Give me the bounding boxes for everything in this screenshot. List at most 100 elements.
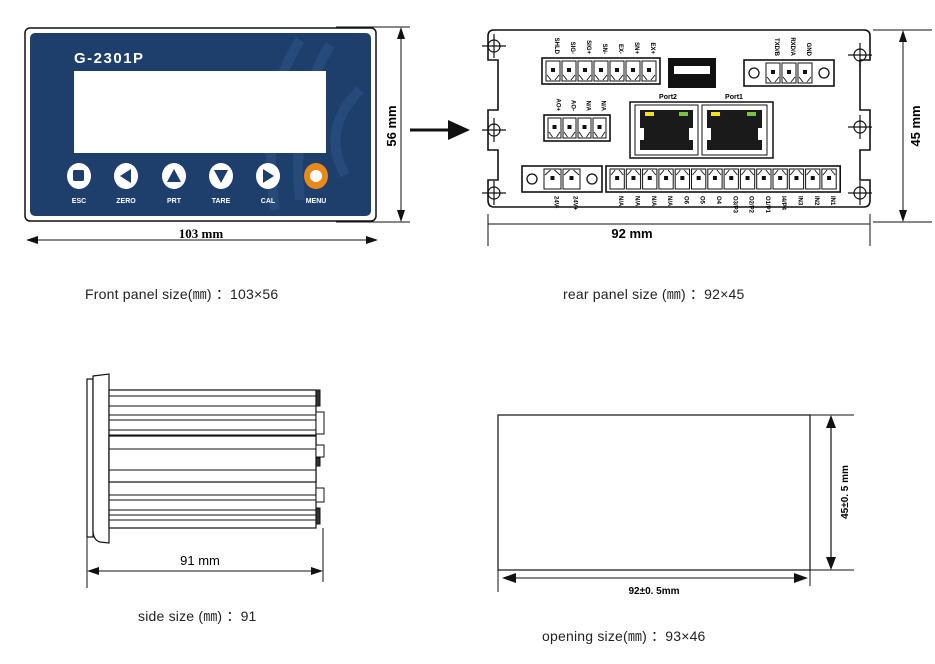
triangle-right-icon: [263, 169, 274, 183]
terminal-pin[interactable]: N/A: [592, 101, 607, 139]
terminal-label: 24V+: [572, 196, 578, 211]
terminal-pin[interactable]: O6: [674, 168, 690, 205]
power-terminal-block: 24V- 24V+: [521, 165, 603, 211]
terminal-pin[interactable]: O5: [691, 168, 707, 205]
screw-icon: [818, 67, 830, 79]
terminal-pin[interactable]: SIG+: [577, 40, 593, 82]
rear-height-label: 45 mm: [908, 105, 923, 146]
front-height-label: 56 mm: [384, 105, 399, 146]
terminal-label: O6: [682, 196, 688, 205]
terminal-pin[interactable]: TXD/B: [765, 38, 781, 84]
button-prt[interactable]: PRT: [162, 163, 186, 205]
button-menu[interactable]: MENU: [304, 163, 328, 205]
terminal-pin[interactable]: AO+: [547, 98, 562, 139]
terminal-label: IN3: [796, 196, 802, 206]
terminal-label: IN1: [829, 196, 835, 206]
ethernet-port-2[interactable]: [640, 110, 693, 150]
front-panel-caption: Front panel size(㎜) ：103×56: [85, 286, 279, 302]
terminal-label: RXD/A: [789, 37, 795, 56]
terminal-label: N/A: [650, 196, 656, 207]
analog-terminal-block: AO+AO- N/A N/A: [543, 98, 611, 142]
terminal-label: SN-: [601, 44, 607, 54]
terminal-label: I4/P4: [780, 196, 786, 211]
terminal-pin[interactable]: IN1: [821, 168, 837, 206]
terminal-pin[interactable]: I4/P4: [772, 168, 788, 211]
side-depth-label: 91 mm: [180, 553, 220, 568]
opening-drawing: 45±0. 5 mm 92±0. 5mm: [497, 414, 854, 597]
terminal-pin[interactable]: N/A: [642, 168, 658, 207]
opening-height-label: 45±0. 5 mm: [840, 465, 851, 519]
terminal-pin[interactable]: 24V+: [562, 168, 581, 211]
terminal-label: EX+: [649, 42, 655, 54]
terminal-pin[interactable]: AO-: [562, 100, 577, 139]
terminal-pin[interactable]: RXD/A: [781, 37, 797, 84]
button-tare[interactable]: TARE: [209, 163, 233, 205]
button-cal[interactable]: CAL: [256, 163, 280, 205]
terminal-label: EX-: [617, 44, 623, 54]
usb-port: [668, 58, 716, 88]
circle-icon: [310, 170, 322, 182]
side-depth-dimension: [86, 528, 324, 588]
opening-height-dimension: [810, 414, 854, 571]
terminal-pin[interactable]: SN+: [625, 42, 641, 82]
terminal-pin[interactable]: IN2: [805, 168, 821, 206]
terminal-pin[interactable]: SN-: [593, 44, 609, 82]
button-prt-label: PRT: [167, 198, 182, 205]
model-label: G-2301P: [74, 50, 145, 67]
button-tare-label: TARE: [212, 198, 231, 205]
ethernet-port-1[interactable]: [707, 110, 762, 150]
terminal-pin[interactable]: N/A: [658, 168, 674, 207]
terminal-pin[interactable]: O2/P2: [739, 168, 756, 214]
terminal-pin[interactable]: O1/P1: [756, 168, 772, 214]
terminal-label: O3/P3: [731, 196, 737, 214]
led-yellow-icon: [711, 112, 720, 116]
button-menu-label: MENU: [306, 198, 327, 205]
terminal-pin[interactable]: EX+: [641, 42, 657, 82]
opening-width-dimension: [497, 570, 811, 592]
mounting-hole-icon: [848, 181, 872, 205]
terminal-pin[interactable]: N/A: [609, 168, 625, 207]
front-width-label: 103 mm: [179, 226, 224, 241]
terminal-pin[interactable]: SHLD: [545, 38, 561, 82]
terminal-label: SHLD: [553, 38, 559, 55]
terminal-label: N/A: [666, 196, 672, 207]
button-zero-label: ZERO: [116, 198, 136, 205]
triangle-down-icon: [214, 170, 228, 183]
side-caption: side size (㎜) ：91: [138, 608, 257, 624]
terminal-pin[interactable]: O4: [707, 168, 723, 205]
terminal-label: O1/P1: [764, 196, 770, 214]
terminal-pin[interactable]: N/A: [625, 168, 642, 207]
terminal-pin[interactable]: SIG-: [561, 42, 577, 82]
terminal-pin[interactable]: IN3: [788, 168, 805, 206]
mounting-hole-icon: [482, 181, 506, 205]
terminal-label: TXD/B: [773, 38, 779, 57]
mounting-hole-icon: [482, 118, 506, 142]
terminal-pin[interactable]: N/A: [577, 101, 592, 139]
terminal-label: N/A: [600, 101, 606, 112]
terminal-label: N/A: [585, 101, 591, 112]
terminal-label: 24V-: [553, 196, 559, 208]
port1-label: Port1: [725, 94, 743, 101]
terminal-label: SIG+: [585, 40, 591, 54]
side-view-drawing: 91 mm: [86, 373, 325, 588]
rear-height-dimension: [873, 29, 932, 223]
opening-caption: opening size(㎜) ：93×46: [542, 628, 706, 644]
led-green-icon: [747, 112, 756, 116]
screw-icon: [586, 173, 598, 185]
side-rear-connectors: [315, 389, 325, 525]
terminal-pin[interactable]: 24V-: [543, 168, 562, 208]
panel-cutout: [497, 414, 811, 571]
button-esc[interactable]: ESC: [67, 163, 91, 205]
terminal-pin[interactable]: GND: [797, 43, 813, 84]
button-zero[interactable]: ZERO: [114, 163, 138, 205]
terminal-pin[interactable]: O3/P3: [723, 168, 739, 214]
square-icon: [73, 170, 84, 181]
triangle-up-icon: [167, 169, 181, 182]
mounting-hole-icon: [482, 34, 506, 58]
mounting-hole-icon: [848, 43, 872, 67]
terminal-label: O5: [699, 196, 705, 205]
terminal-pin[interactable]: EX-: [609, 44, 625, 82]
port2-label: Port2: [659, 94, 677, 101]
